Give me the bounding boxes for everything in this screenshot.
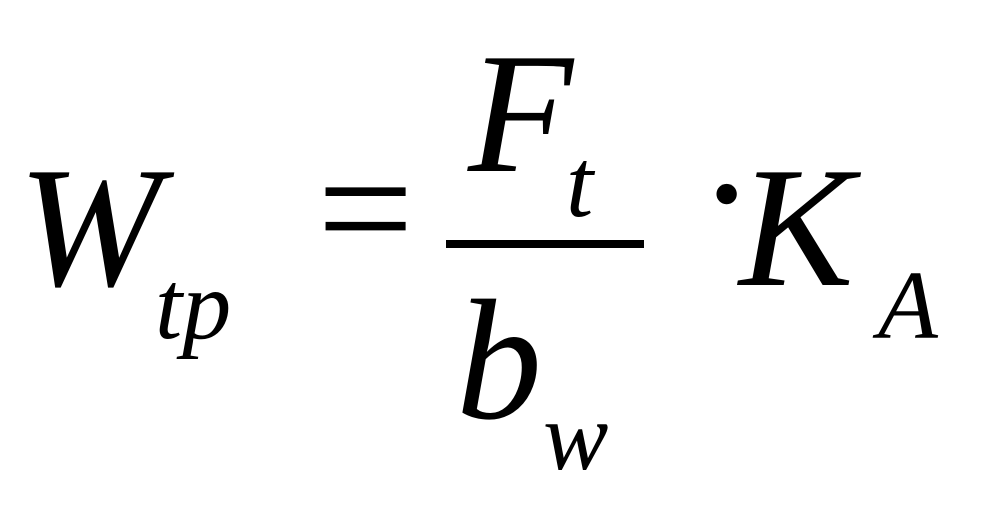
- numerator-symbol: F: [468, 19, 574, 209]
- factor-subscript: A: [878, 252, 938, 360]
- lhs-symbol: W: [18, 133, 162, 323]
- factor-symbol: K: [739, 133, 854, 323]
- multiply-operator: ·: [698, 99, 756, 289]
- equals-sign: =: [317, 114, 415, 304]
- denominator-symbol: b: [456, 266, 542, 456]
- numerator-subscript: t: [566, 130, 594, 238]
- lhs-subscript: tp: [155, 252, 232, 360]
- fraction-bar: [446, 240, 644, 248]
- denominator-subscript: w: [543, 383, 609, 491]
